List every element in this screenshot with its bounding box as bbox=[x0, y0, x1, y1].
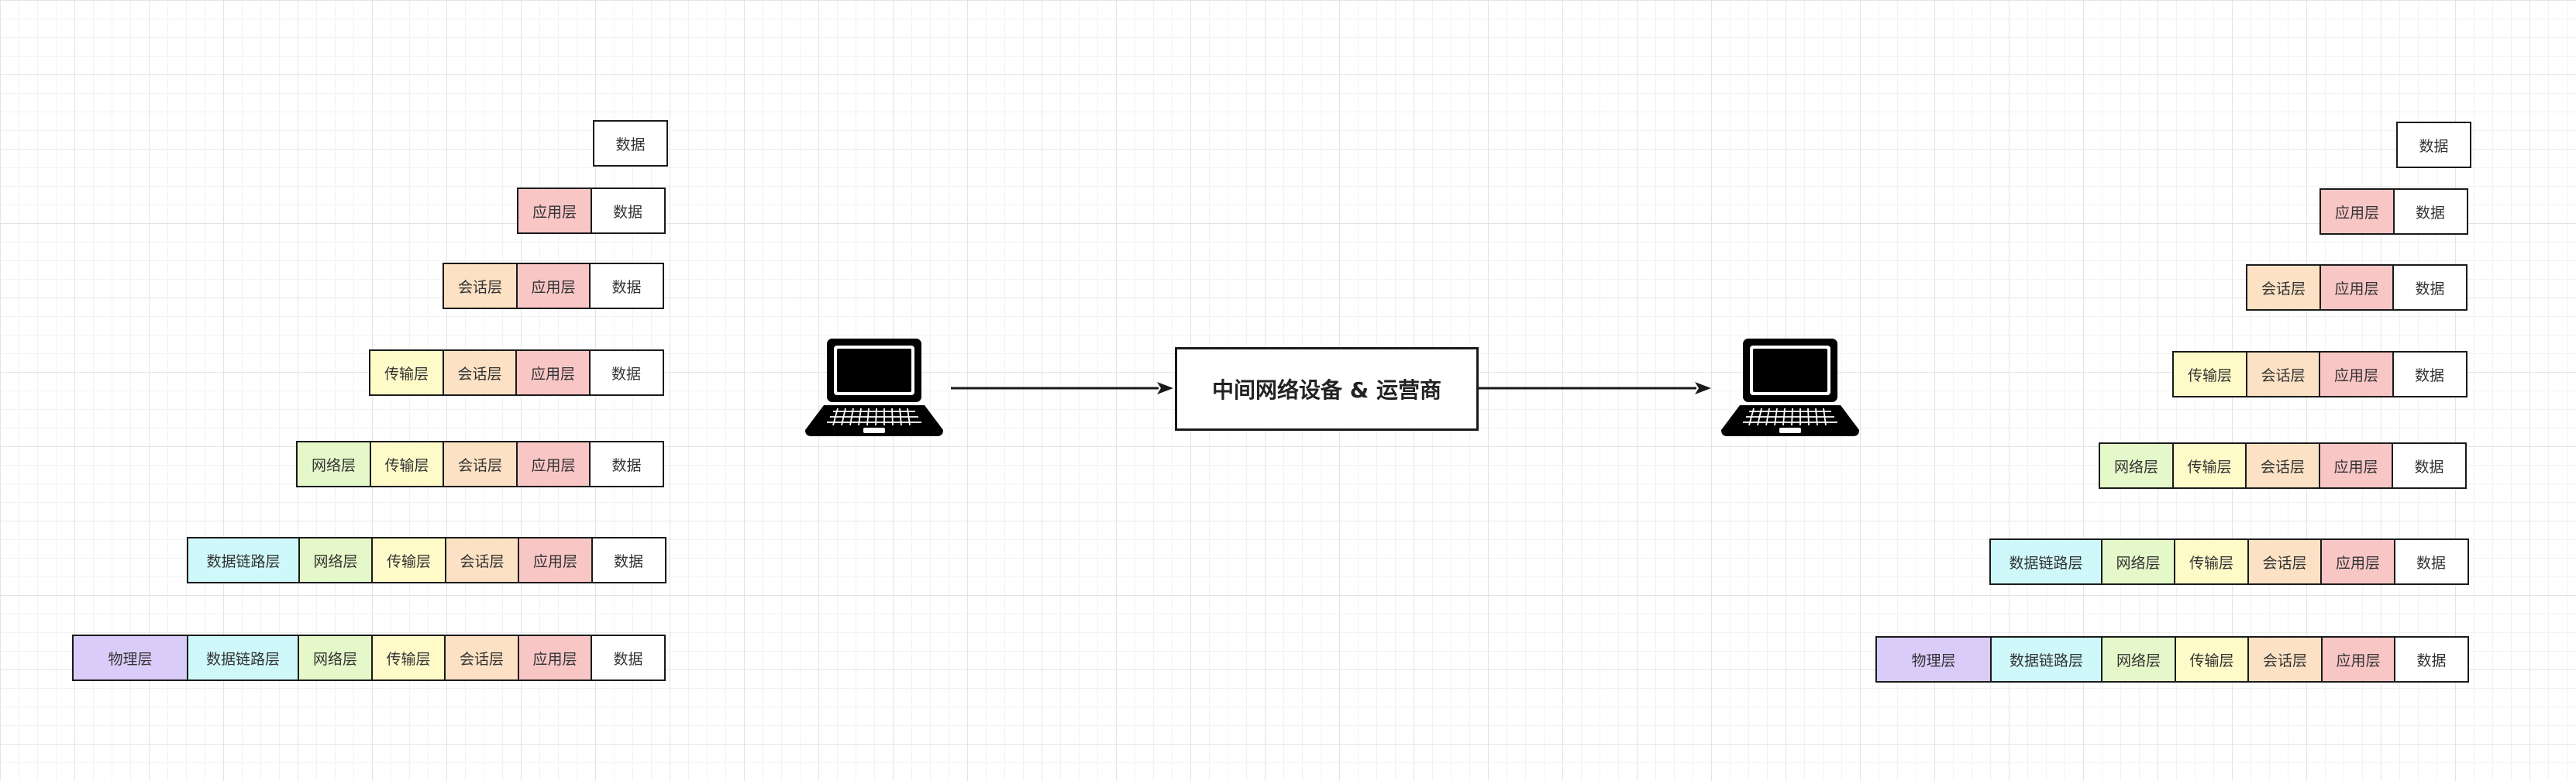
session-layer-cell: 会话层 bbox=[444, 537, 520, 583]
datalink-layer-cell: 数据链路层 bbox=[187, 537, 300, 583]
session-layer-cell: 会话层 bbox=[2245, 351, 2321, 397]
right-row-6: 数据链路层 网络层 传输层 会话层 应用层 数据 bbox=[1989, 538, 2469, 585]
application-layer-cell: 应用层 bbox=[517, 188, 592, 234]
session-layer-cell: 会话层 bbox=[443, 263, 518, 309]
laptop-icon bbox=[805, 339, 943, 438]
laptop-icon bbox=[1721, 339, 1859, 438]
right-row-5: 网络层 传输层 会话层 应用层 数据 bbox=[2099, 442, 2467, 489]
data-cell: 数据 bbox=[2392, 442, 2467, 489]
data-cell: 数据 bbox=[588, 349, 664, 396]
application-layer-cell: 应用层 bbox=[2319, 351, 2394, 397]
application-layer-cell: 应用层 bbox=[517, 635, 593, 681]
transport-layer-cell: 传输层 bbox=[369, 441, 445, 487]
transport-layer-cell: 传输层 bbox=[2174, 636, 2250, 683]
data-cell: 数据 bbox=[591, 635, 666, 681]
data-cell: 数据 bbox=[2396, 122, 2471, 168]
application-layer-cell: 应用层 bbox=[2318, 442, 2394, 489]
data-cell: 数据 bbox=[591, 537, 666, 583]
right-row-3: 会话层 应用层 数据 bbox=[2246, 264, 2468, 311]
session-layer-cell: 会话层 bbox=[443, 441, 518, 487]
data-cell: 数据 bbox=[590, 188, 666, 234]
arrow-to-right-host bbox=[1479, 382, 1711, 394]
data-cell: 数据 bbox=[2392, 351, 2468, 397]
network-layer-cell: 网络层 bbox=[2100, 538, 2176, 585]
arrow-to-middle bbox=[951, 382, 1173, 394]
data-cell: 数据 bbox=[589, 263, 664, 309]
physical-layer-cell: 物理层 bbox=[1875, 636, 1992, 683]
data-cell: 数据 bbox=[2392, 264, 2468, 311]
data-cell: 数据 bbox=[2394, 636, 2469, 683]
session-layer-cell: 会话层 bbox=[2245, 442, 2320, 489]
network-layer-cell: 网络层 bbox=[2099, 442, 2174, 489]
left-row-6: 数据链路层 网络层 传输层 会话层 应用层 数据 bbox=[187, 537, 666, 583]
left-row-5: 网络层 传输层 会话层 应用层 数据 bbox=[296, 441, 664, 487]
left-row-1: 数据 bbox=[593, 120, 668, 167]
network-layer-cell: 网络层 bbox=[298, 537, 374, 583]
transport-layer-cell: 传输层 bbox=[2172, 351, 2247, 397]
application-layer-cell: 应用层 bbox=[2320, 538, 2395, 585]
network-layer-cell: 网络层 bbox=[2101, 636, 2176, 683]
left-row-2: 应用层 数据 bbox=[517, 188, 666, 234]
left-row-7: 物理层 数据链路层 网络层 传输层 会话层 应用层 数据 bbox=[72, 635, 666, 681]
transport-layer-cell: 传输层 bbox=[371, 537, 446, 583]
application-layer-cell: 应用层 bbox=[515, 441, 591, 487]
datalink-layer-cell: 数据链路层 bbox=[1989, 538, 2102, 585]
application-layer-cell: 应用层 bbox=[515, 263, 591, 309]
datalink-layer-cell: 数据链路层 bbox=[186, 635, 300, 681]
session-layer-cell: 会话层 bbox=[2246, 264, 2321, 311]
right-row-7: 物理层 数据链路层 网络层 传输层 会话层 应用层 数据 bbox=[1875, 636, 2469, 683]
application-layer-cell: 应用层 bbox=[2319, 264, 2395, 311]
data-cell: 数据 bbox=[2393, 538, 2469, 585]
left-row-3: 会话层 应用层 数据 bbox=[443, 263, 664, 309]
transport-layer-cell: 传输层 bbox=[370, 635, 446, 681]
network-layer-cell: 网络层 bbox=[298, 635, 373, 681]
left-row-4: 传输层 会话层 应用层 数据 bbox=[369, 349, 664, 396]
application-layer-cell: 应用层 bbox=[515, 349, 591, 396]
right-row-1: 数据 bbox=[2396, 122, 2471, 168]
transport-layer-cell: 传输层 bbox=[2171, 442, 2247, 489]
session-layer-cell: 会话层 bbox=[444, 635, 519, 681]
application-layer-cell: 应用层 bbox=[2320, 636, 2396, 683]
application-layer-cell: 应用层 bbox=[2319, 188, 2395, 235]
session-layer-cell: 会话层 bbox=[2247, 636, 2323, 683]
data-cell: 数据 bbox=[589, 441, 664, 487]
transport-layer-cell: 传输层 bbox=[369, 349, 444, 396]
data-cell: 数据 bbox=[593, 120, 668, 167]
right-row-4: 传输层 会话层 应用层 数据 bbox=[2172, 351, 2468, 397]
data-cell: 数据 bbox=[2392, 188, 2468, 235]
application-layer-cell: 应用层 bbox=[518, 537, 593, 583]
middle-network-box: 中间网络设备 & 运营商 bbox=[1175, 347, 1479, 431]
session-layer-cell: 会话层 bbox=[442, 349, 518, 396]
datalink-layer-cell: 数据链路层 bbox=[1989, 636, 2103, 683]
physical-layer-cell: 物理层 bbox=[72, 635, 188, 681]
transport-layer-cell: 传输层 bbox=[2174, 538, 2249, 585]
right-row-2: 应用层 数据 bbox=[2319, 188, 2468, 235]
session-layer-cell: 会话层 bbox=[2247, 538, 2323, 585]
network-layer-cell: 网络层 bbox=[296, 441, 371, 487]
